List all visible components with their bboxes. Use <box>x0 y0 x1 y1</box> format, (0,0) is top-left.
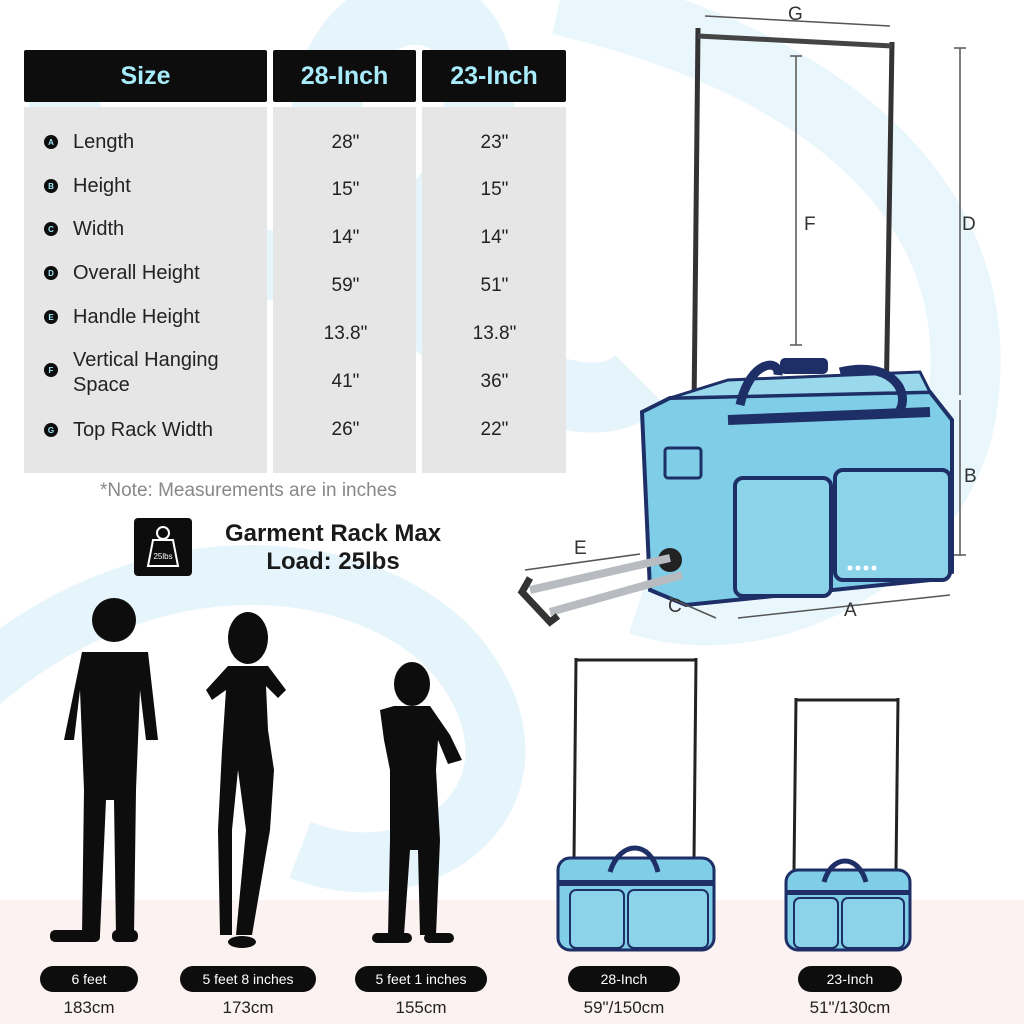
dim-label-f: F <box>804 214 816 235</box>
cell-28-hanging-space: 41" <box>331 371 360 392</box>
person-metric-173: 173cm <box>222 998 274 1017</box>
column-28-inch <box>273 107 416 473</box>
person-metric-183: 183cm <box>63 998 115 1017</box>
cell-28-height: 15" <box>331 179 360 200</box>
cell-23-length: 23" <box>480 132 509 153</box>
row-width: C Width <box>44 217 124 242</box>
dim-label-d: D <box>962 214 976 235</box>
cell-23-handle-height: 13.8" <box>472 323 517 344</box>
size-table: Size 28-Inch 23-Inch A Length B Height C Wi… <box>24 50 566 473</box>
cell-23-height: 15" <box>480 179 509 200</box>
badge-e-icon: E <box>44 310 58 324</box>
cell-28-length: 28" <box>331 132 360 153</box>
kettlebell-icon <box>146 526 180 567</box>
height-comparison: 6 feet 183cm 5 feet 8 inches 173cm 5 fee… <box>0 590 520 1017</box>
dim-label-a: A <box>844 600 857 621</box>
weight-icon-label: 25lbs <box>153 552 173 561</box>
max-load-text: Garment Rack Max Load: 25lbs <box>208 520 458 576</box>
bag-label-28-inch: 28-Inch <box>568 966 680 992</box>
product-main-image: G F D B E C A <box>510 0 1024 640</box>
weight-icon: 25lbs <box>134 518 192 576</box>
badge-f-icon: F <box>44 363 58 377</box>
row-label: Overall Height <box>73 262 200 284</box>
row-label: Top Rack Width <box>73 419 214 441</box>
man-silhouette <box>50 598 158 942</box>
max-load-line1: Garment Rack Max <box>224 520 442 547</box>
row-label: Width <box>73 218 125 240</box>
row-top-rack-width: G Top Rack Width <box>44 418 213 443</box>
person-label-5-1: 5 feet 1 inches <box>355 966 487 992</box>
cell-23-top-rack-width: 22" <box>480 419 509 440</box>
header-28-inch: 28-Inch <box>273 50 416 102</box>
row-overall-height: D Overall Height <box>44 261 200 286</box>
row-label: Height <box>73 175 131 197</box>
dim-label-b: B <box>964 466 977 487</box>
size-comparison-bags: 28-Inch 59"/150cm 23-Inch 51"/130cm <box>540 650 1010 1017</box>
header-23-inch: 23-Inch <box>422 50 566 102</box>
cell-23-hanging-space: 36" <box>480 371 509 392</box>
cell-28-handle-height: 13.8" <box>323 323 368 344</box>
cell-28-overall-height: 59" <box>331 275 360 296</box>
max-load-line2: Load: 25lbs <box>266 548 400 575</box>
row-vertical-hanging-space: F Vertical Hanging Space <box>44 348 244 398</box>
column-23-inch <box>422 107 566 473</box>
small-bags-illustration <box>556 657 912 952</box>
person-label-5-8: 5 feet 8 inches <box>180 966 316 992</box>
girl-silhouette <box>372 662 462 943</box>
bag-metric-23-inch: 51"/130cm <box>809 998 891 1017</box>
person-metric-155: 155cm <box>395 998 447 1017</box>
label-column <box>24 107 267 473</box>
dim-label-e: E <box>574 538 587 559</box>
measurement-note: *Note: Measurements are in inches <box>100 480 397 501</box>
dim-label-g: G <box>788 4 803 25</box>
header-size: Size <box>24 50 267 102</box>
bag-23-inch <box>784 697 912 952</box>
garment-rack-bag-illustration <box>517 15 966 627</box>
badge-b-icon: B <box>44 179 58 193</box>
badge-d-icon: D <box>44 266 58 280</box>
person-label-6-feet: 6 feet <box>40 966 138 992</box>
woman-silhouette <box>206 612 286 948</box>
row-height: B Height <box>44 174 131 199</box>
row-label: Vertical Hanging Space <box>73 349 219 396</box>
cell-23-width: 14" <box>480 227 509 248</box>
row-label: Length <box>73 131 135 153</box>
bag-28-inch <box>556 657 716 952</box>
cell-28-width: 14" <box>331 227 360 248</box>
row-handle-height: E Handle Height <box>44 305 200 330</box>
badge-a-icon: A <box>44 135 58 149</box>
badge-c-icon: C <box>44 222 58 236</box>
badge-g-icon: G <box>44 423 58 437</box>
row-length: A Length <box>44 130 134 155</box>
bag-metric-28-inch: 59"/150cm <box>583 998 665 1017</box>
cell-28-top-rack-width: 26" <box>331 419 360 440</box>
cell-23-overall-height: 51" <box>480 275 509 296</box>
people-silhouettes <box>50 598 462 948</box>
bag-label-23-inch: 23-Inch <box>798 966 902 992</box>
row-label: Handle Height <box>73 306 200 328</box>
dim-label-c: C <box>668 596 682 617</box>
